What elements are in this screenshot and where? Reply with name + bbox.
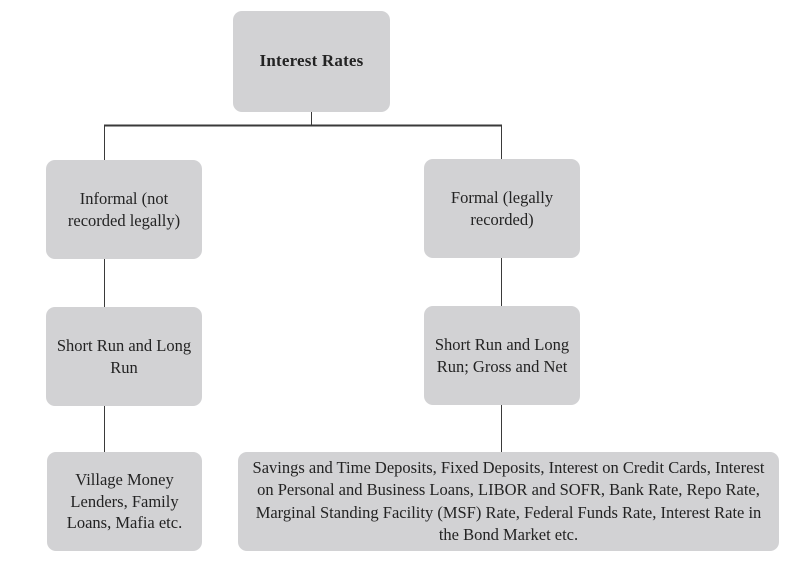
node-formal-examples[interactable]: Savings and Time Deposits, Fixed Deposit… bbox=[238, 452, 779, 551]
node-interest-rates-label: Interest Rates bbox=[259, 51, 364, 71]
node-interest-rates[interactable]: Interest Rates bbox=[233, 11, 390, 112]
node-informal-examples-label: Village Money Lenders, Family Loans, Maf… bbox=[66, 470, 183, 533]
node-formal-term-label: Short Run and Long Run; Gross and Net bbox=[434, 335, 570, 376]
node-formal-label: Formal (legally recorded) bbox=[450, 188, 554, 229]
node-formal-term[interactable]: Short Run and Long Run; Gross and Net bbox=[424, 306, 580, 405]
node-informal-label: Informal (not recorded legally) bbox=[67, 189, 181, 230]
node-informal-term[interactable]: Short Run and Long Run bbox=[46, 307, 202, 406]
node-informal[interactable]: Informal (not recorded legally) bbox=[46, 160, 202, 259]
node-informal-examples[interactable]: Village Money Lenders, Family Loans, Maf… bbox=[47, 452, 202, 551]
node-formal-examples-label: Savings and Time Deposits, Fixed Deposit… bbox=[252, 457, 765, 544]
node-informal-term-label: Short Run and Long Run bbox=[56, 336, 192, 377]
node-formal[interactable]: Formal (legally recorded) bbox=[424, 159, 580, 258]
